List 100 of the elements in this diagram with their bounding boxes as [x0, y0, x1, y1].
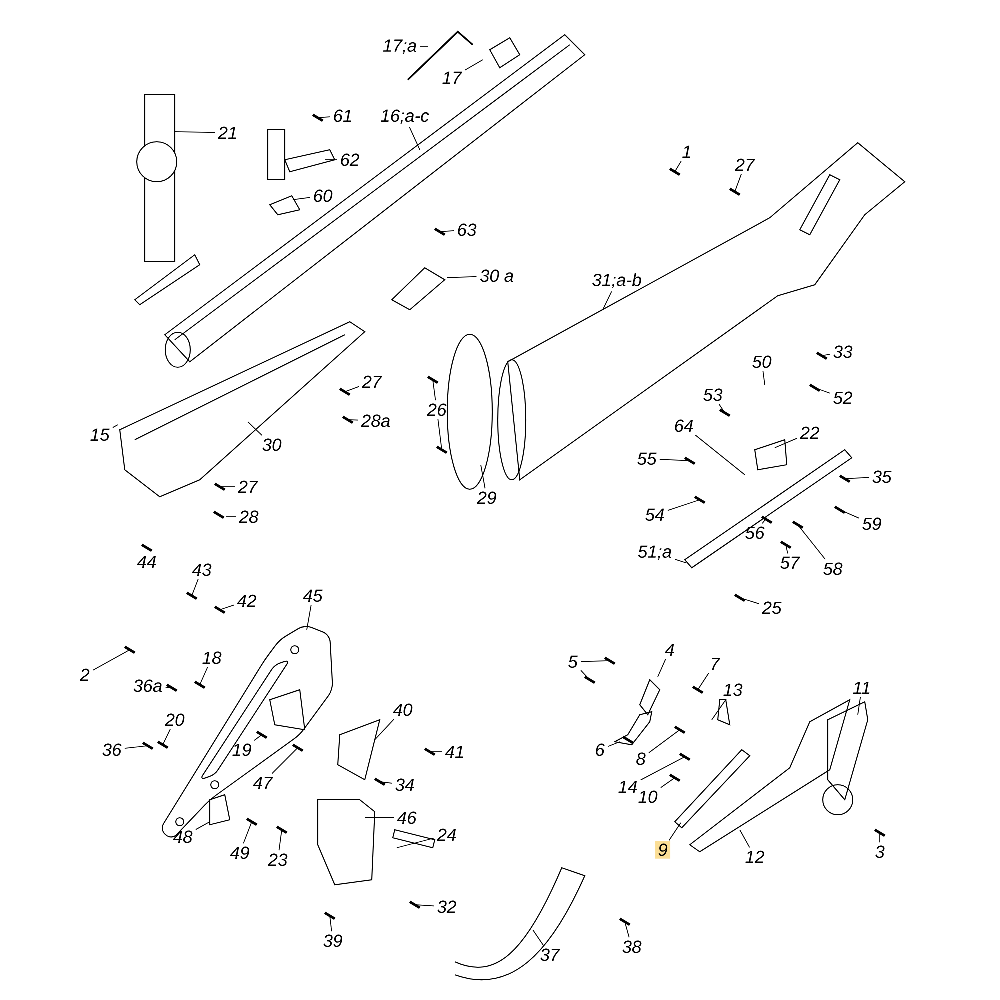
leader-line — [718, 404, 726, 414]
callout-number: 31;a-b — [592, 274, 642, 288]
highlighted-callout-number: 9 — [655, 841, 671, 859]
leader-line — [480, 464, 486, 490]
callout-number: 8 — [636, 752, 646, 766]
leader-line — [786, 544, 788, 554]
callout-number: 17;a — [383, 40, 416, 54]
leader-line — [640, 756, 686, 781]
callout-number: 10 — [638, 790, 658, 804]
callout-number: 48 — [173, 830, 193, 844]
leader-line — [840, 510, 860, 519]
callout-number: 52 — [834, 392, 853, 404]
callout-number: 25 — [762, 602, 782, 614]
leader-line — [624, 922, 630, 938]
callout-number: 36 — [102, 744, 122, 756]
leader-line — [348, 420, 359, 421]
callout-number: 43 — [192, 564, 212, 576]
leader-line — [438, 418, 442, 450]
leader-line — [814, 388, 831, 394]
leader-line — [740, 830, 750, 848]
leader-line — [734, 174, 742, 192]
leader-line — [254, 734, 262, 742]
callout-number: 13 — [724, 684, 743, 696]
callout-number: 44 — [137, 556, 156, 568]
leader-line — [243, 822, 252, 844]
leader-line — [858, 696, 862, 716]
leader-line — [532, 930, 544, 946]
leader-line — [306, 604, 312, 630]
leader-line — [318, 116, 330, 118]
callout-number: 19 — [232, 744, 252, 756]
leader-line — [272, 748, 298, 774]
callout-number: 47 — [253, 776, 274, 790]
leader-line — [660, 778, 676, 788]
leader-line — [580, 660, 610, 662]
callout-number: 12 — [746, 850, 765, 864]
leader-line — [112, 424, 118, 428]
leader-line — [668, 822, 682, 842]
callout-number: 55 — [638, 452, 657, 466]
leader-line — [200, 666, 208, 686]
leader-line — [292, 197, 310, 200]
callout-number: 24 — [437, 828, 456, 842]
leader-line — [196, 822, 210, 830]
callout-number: 32 — [438, 900, 456, 914]
leader-line — [695, 434, 746, 476]
callout-number: 63 — [458, 224, 477, 236]
callout-number: 22 — [800, 426, 820, 440]
leader-line — [92, 650, 130, 671]
callout-number: 5 — [568, 656, 578, 668]
leader-line — [446, 276, 478, 278]
callout-number: 58 — [824, 562, 843, 576]
leader-line — [220, 486, 236, 488]
leader-line — [674, 160, 682, 172]
callout-number: 61 — [334, 110, 352, 122]
callout-number: 64 — [675, 420, 694, 432]
leader-line — [658, 658, 666, 678]
callout-number: 20 — [165, 714, 185, 726]
callout-number: 11 — [853, 682, 870, 694]
callout-number: 62 — [341, 154, 360, 166]
callout-number: 35 — [872, 470, 892, 484]
leader-line — [420, 46, 428, 48]
leader-line — [162, 728, 171, 746]
leader-line — [124, 746, 148, 749]
leader-line — [278, 830, 282, 852]
callout-number: 28a — [361, 414, 390, 428]
leader-line — [174, 132, 216, 134]
leader-line — [165, 687, 172, 688]
callout-number: 34 — [396, 778, 414, 792]
leader-line — [344, 386, 360, 392]
leader-line — [248, 422, 263, 436]
leader-line — [409, 126, 420, 150]
callout-number: 29 — [477, 492, 496, 504]
leader-line — [192, 578, 199, 596]
callout-number: 49 — [230, 846, 250, 860]
callout-number: 51;a — [638, 546, 672, 560]
leader-line — [698, 672, 710, 690]
leader-line — [414, 904, 434, 907]
callout-number: 15 — [90, 428, 110, 442]
leader-line — [740, 598, 760, 604]
leader-line — [762, 518, 768, 524]
callout-number: 6 — [596, 744, 605, 756]
leader-line — [220, 604, 234, 610]
callout-number: 14 — [618, 780, 638, 794]
callout-number: 26 — [427, 404, 447, 416]
leader-line — [822, 354, 831, 356]
callout-number: 2 — [80, 668, 90, 682]
callout-number: 41 — [445, 746, 464, 758]
callout-number: 45 — [303, 590, 323, 602]
callout-number: 4 — [665, 644, 674, 656]
callout-number: 28 — [239, 510, 259, 524]
callout-number: 30 — [262, 438, 282, 452]
callout-number: 59 — [862, 518, 882, 530]
callout-number: 56 — [746, 526, 765, 540]
callout-number: 1 — [682, 146, 690, 158]
leader-line — [660, 459, 690, 462]
leader-line — [798, 524, 826, 560]
leader-line — [762, 370, 766, 386]
leader-line — [580, 670, 590, 680]
leader-line — [648, 730, 680, 754]
callout-number: 37 — [540, 948, 560, 962]
callout-number: 33 — [834, 346, 853, 358]
